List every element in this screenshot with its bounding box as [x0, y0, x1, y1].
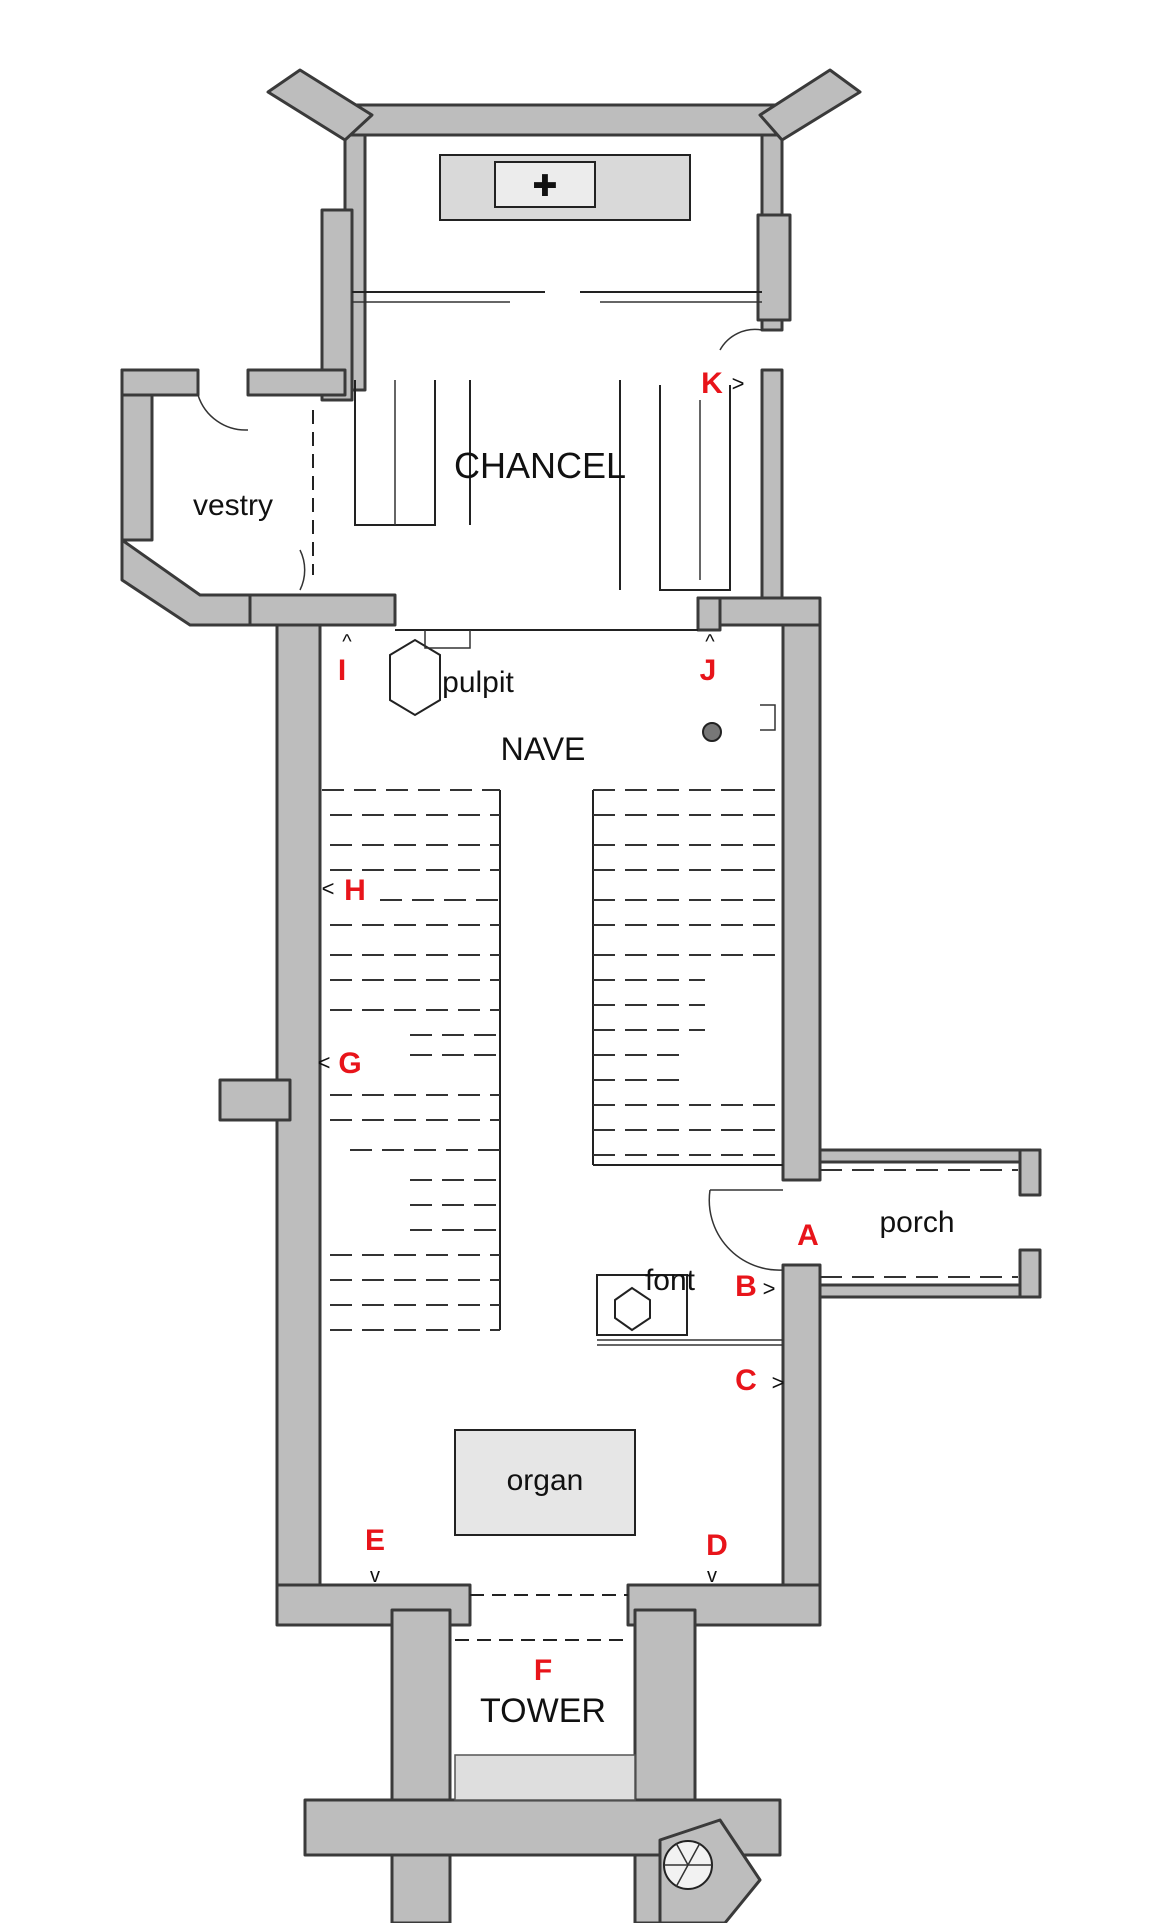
porch-north-wall [818, 1148, 1042, 1164]
room-labels: CHANCEL vestry pulpit NAVE porch font or… [193, 445, 955, 1730]
marker-k: K [701, 367, 723, 400]
altar-cross-icon: ✚ [532, 169, 557, 204]
vestry-inner-door-swing [299, 549, 306, 591]
pews-left [322, 789, 501, 1331]
main-door-swing [708, 1189, 784, 1271]
font-basin [614, 1286, 651, 1332]
tower-west-wall [390, 1608, 452, 1923]
chancel-pier-left [320, 208, 354, 402]
vestry-wall-north-right [246, 368, 347, 397]
marker-a: A [797, 1219, 819, 1252]
organ-label: organ [507, 1464, 584, 1497]
choir-stall-right [659, 385, 731, 591]
organ-box [454, 1429, 636, 1536]
pulpit-shape [389, 638, 441, 717]
marker-h: H [344, 874, 366, 907]
chancel-east-wall-lower [760, 368, 784, 602]
marker-g-arrow-icon: < [318, 1050, 331, 1075]
marker-e: E [365, 1524, 385, 1557]
pulpit-steps [424, 630, 471, 649]
porch-end-wall-top [1018, 1148, 1042, 1197]
credence-shelf [760, 704, 776, 731]
chancel-arch-pier-right [696, 596, 722, 632]
marker-k-arrow-icon: > [732, 371, 745, 396]
marker-h-arrow-icon: < [322, 876, 335, 901]
marker-c: C [735, 1364, 757, 1397]
marker-i-arrow-icon: ^ [342, 631, 352, 653]
marker-j: J [700, 654, 717, 687]
marker-b: B [735, 1270, 757, 1303]
porch-label: porch [879, 1206, 954, 1239]
marker-b-arrow-icon: > [763, 1276, 776, 1301]
tower-label: TOWER [480, 1692, 606, 1730]
marker-j-arrow-icon: ^ [705, 631, 715, 653]
spiral-stair-step [675, 1842, 689, 1866]
viewpoint-markers: A B > C > D v E v F G < H < I ^ J ^ K > [318, 367, 819, 1687]
marker-c-arrow-icon: > [772, 1370, 785, 1395]
pulpit-label: pulpit [442, 666, 514, 699]
porch-end-wall-bottom [1018, 1248, 1042, 1299]
nave-west-buttress [218, 1078, 292, 1122]
marker-f: F [534, 1654, 552, 1687]
marker-d: D [706, 1529, 728, 1562]
vestry-door-swing [197, 394, 249, 431]
chancel-north-wall [343, 103, 784, 137]
chancel-buttress-ne [758, 68, 862, 142]
lectern-icon [702, 722, 722, 742]
chancel-buttress-nw [266, 68, 374, 142]
vestry-label: vestry [193, 489, 273, 522]
chancel-arch-wall-left [248, 593, 397, 627]
font-enclosure [596, 1274, 688, 1336]
spiral-stair-step [687, 1842, 701, 1866]
marker-d-arrow-icon: v [707, 1565, 717, 1587]
marker-i: I [338, 654, 346, 687]
nave-east-wall-upper [781, 623, 822, 1182]
chancel-pier-right [756, 213, 792, 322]
marker-e-arrow-icon: v [370, 1565, 380, 1587]
vestry-wall-north-left [120, 368, 200, 397]
chancel-door-swing [719, 328, 763, 351]
font-label: font [645, 1264, 696, 1297]
marker-g: G [338, 1047, 361, 1080]
nave-label: NAVE [501, 731, 586, 767]
interior-lines: ✚ [197, 154, 1018, 1890]
chancel-label: CHANCEL [454, 445, 626, 486]
spiral-stair-step [675, 1864, 689, 1888]
nave-east-wall-lower [781, 1263, 822, 1597]
walls [120, 68, 1042, 1923]
pews-right [592, 789, 783, 1166]
altar-top [494, 161, 596, 208]
porch-south-wall [818, 1283, 1042, 1299]
tower-bell-floor [454, 1754, 636, 1801]
